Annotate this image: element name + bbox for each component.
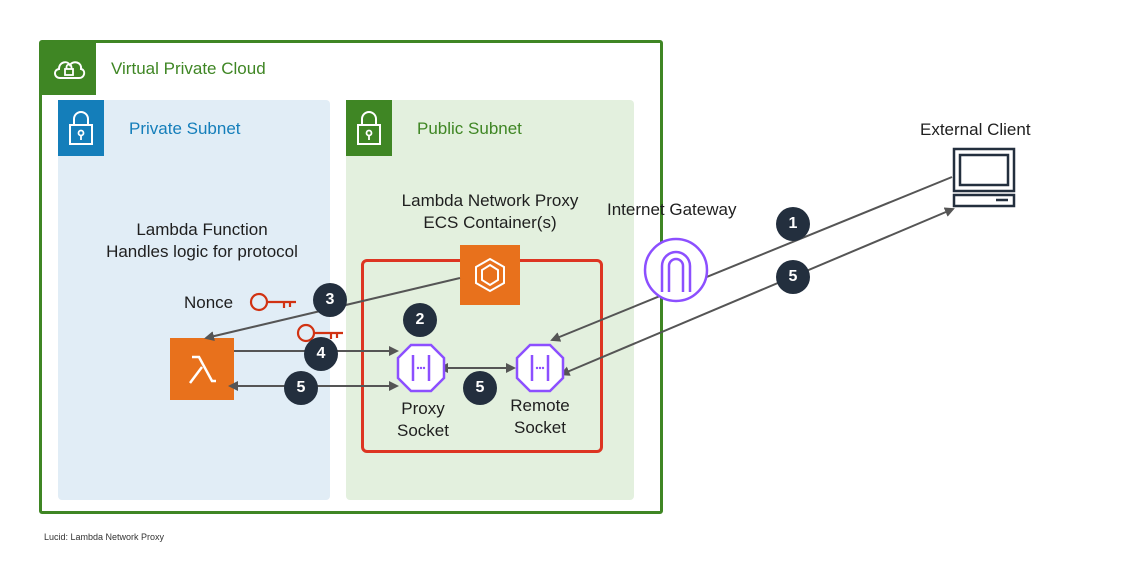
remote-socket-line1: Remote (510, 396, 570, 415)
client-computer-icon (952, 147, 1016, 208)
private-subnet (58, 100, 330, 500)
step-5-badge-lambda: 5 (284, 371, 318, 405)
public-subnet-lock-icon (346, 100, 392, 156)
footer-credit: Lucid: Lambda Network Proxy (44, 532, 165, 542)
private-subnet-title: Private Subnet (129, 119, 241, 138)
public-subnet-title: Public Subnet (417, 119, 522, 138)
proxy-socket-icon (396, 343, 446, 393)
remote-socket-label: Remote Socket (495, 395, 585, 439)
proxy-socket-label: Proxy Socket (378, 398, 468, 442)
vpc-title: Virtual Private Cloud (111, 59, 266, 78)
arrow-step1 (550, 176, 953, 342)
client-label: External Client (920, 120, 1031, 139)
key-icon (249, 292, 296, 312)
proxy-socket-line2: Socket (397, 421, 449, 440)
proxy-line2: ECS Container(s) (423, 213, 557, 232)
proxy-description: Lambda Network Proxy ECS Container(s) (380, 190, 600, 234)
private-subnet-lock-icon (58, 100, 104, 156)
lambda-icon (170, 338, 234, 400)
ecs-icon (460, 245, 520, 305)
proxy-socket-line1: Proxy (401, 399, 445, 418)
proxy-line1: Lambda Network Proxy (401, 191, 579, 210)
key-icon-secondary (296, 323, 343, 343)
cloud-lock-icon (42, 43, 96, 95)
lambda-line2: Handles logic for protocol (106, 242, 298, 261)
step-2-badge: 2 (403, 303, 437, 337)
step-3-badge: 3 (313, 283, 347, 317)
remote-socket-line2: Socket (514, 418, 566, 437)
step-1-badge: 1 (776, 207, 810, 241)
arrow-step5-client (559, 207, 955, 376)
nonce-label: Nonce (184, 293, 234, 312)
step-5-badge-sockets: 5 (463, 371, 497, 405)
internet-gateway-icon (643, 237, 709, 303)
step-4-badge: 4 (304, 337, 338, 371)
lambda-description: Lambda Function Handles logic for protoc… (92, 219, 312, 263)
lambda-line1: Lambda Function (136, 220, 268, 239)
step-5-badge-client: 5 (776, 260, 810, 294)
remote-socket-icon (515, 343, 565, 393)
